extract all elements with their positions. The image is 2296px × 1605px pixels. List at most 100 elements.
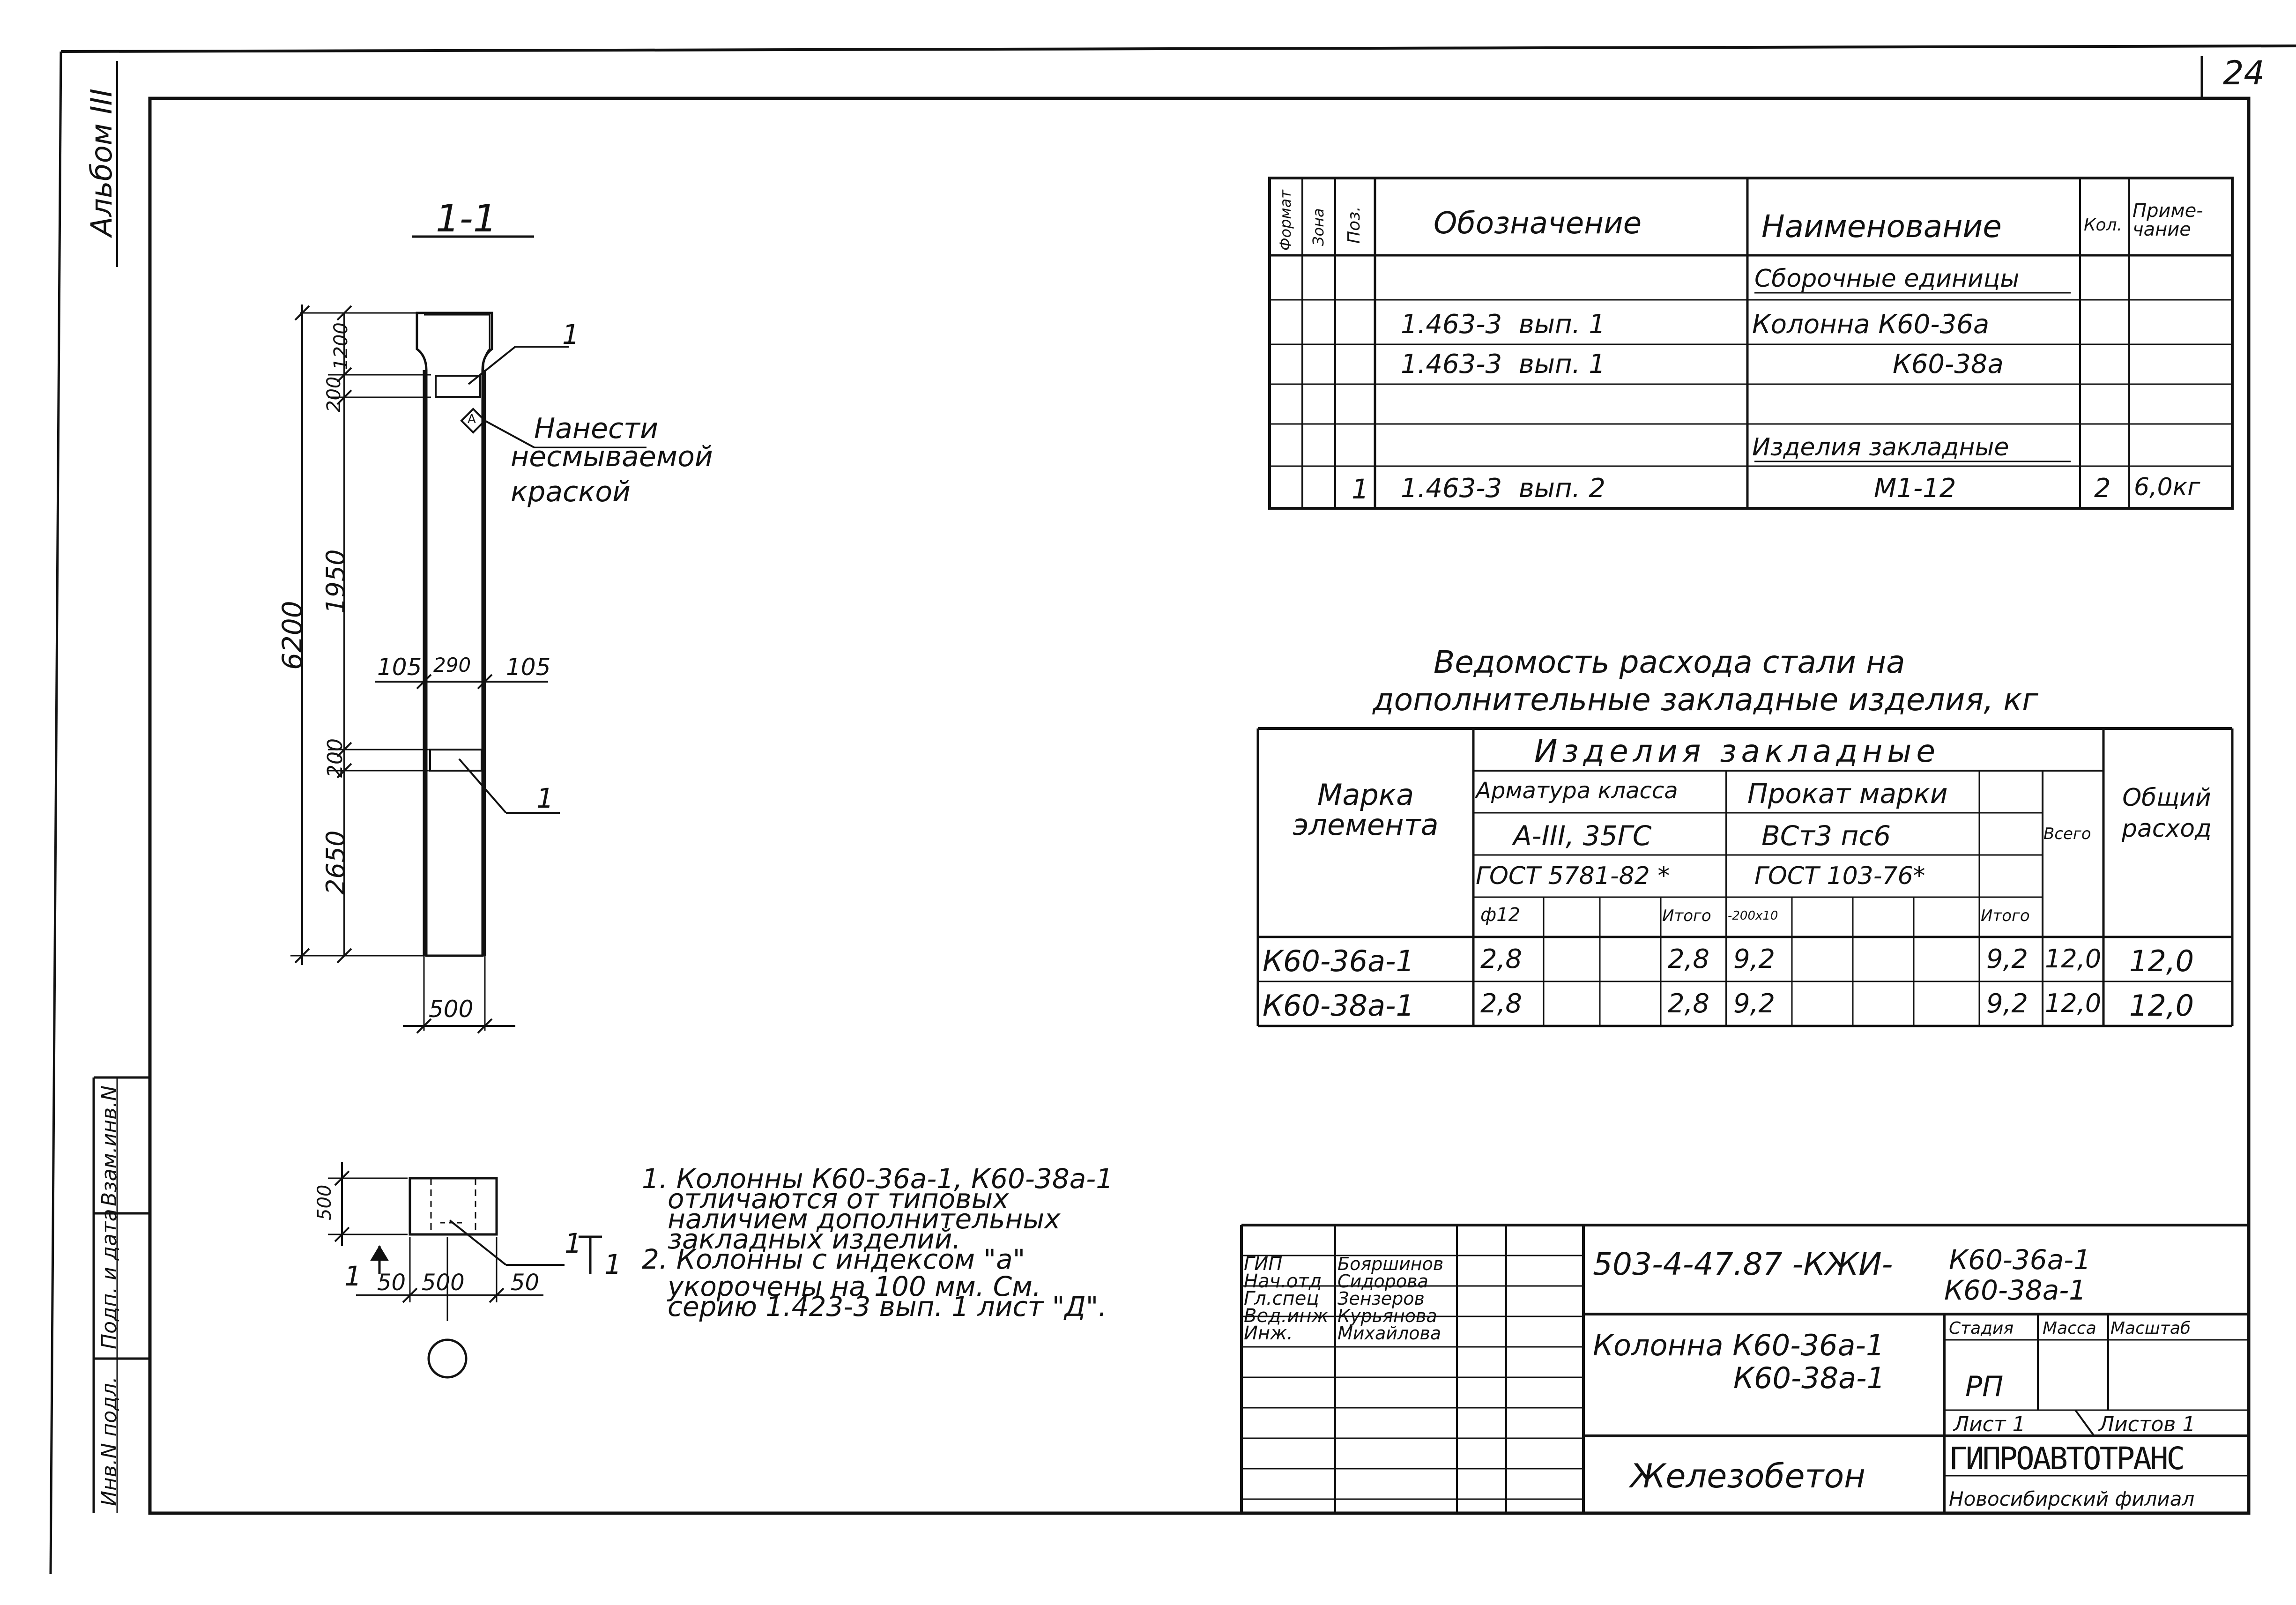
dim-105-right: 105 bbox=[506, 654, 551, 681]
steel-table-title-2: дополнительные закладные изделия, кг bbox=[1373, 682, 2038, 718]
signature-names: Бояршинов Сидорова Зензеров Курьянова Ми… bbox=[1337, 1254, 1444, 1344]
spec-row-6-pos: 1 bbox=[1352, 473, 1369, 505]
paint-note-line1: Нанести bbox=[534, 412, 658, 445]
steel-row-1-itogo1: 2,8 bbox=[1668, 944, 1710, 974]
role-head-dept: Нач.отд bbox=[1244, 1271, 1322, 1292]
spec-row-6-note: 6,0кг bbox=[2134, 473, 2200, 501]
steel-row-2-itogo2: 9,2 bbox=[1986, 988, 2029, 1019]
spec-row-3-name: К60-38а bbox=[1893, 349, 2004, 379]
callout-position-bottom: 1 bbox=[536, 782, 554, 814]
steel-col-rolled: Прокат марки bbox=[1747, 778, 1948, 810]
steel-col-group: Изделия закладные bbox=[1534, 733, 1940, 769]
steel-row-1-phi12: 2,8 bbox=[1480, 944, 1523, 974]
stamp-replace-inv: Взам.инв.N bbox=[97, 1085, 121, 1206]
paint-note-line3: краской bbox=[511, 476, 631, 508]
steel-col-total: Всего bbox=[2043, 825, 2091, 843]
dim-290: 290 bbox=[433, 654, 471, 676]
sheet-label: Лист 1 bbox=[1954, 1412, 2026, 1436]
steel-col-rebar-gost: ГОСТ 5781-82 * bbox=[1476, 862, 1670, 890]
spec-header-name: Наименование bbox=[1761, 208, 2002, 245]
stamp-inv-orig: Инв.N подл. bbox=[97, 1376, 121, 1506]
steel-row-1-mark: К60-36а-1 bbox=[1263, 944, 1414, 978]
spec-row-6-qty: 2 bbox=[2094, 473, 2111, 504]
steel-sub-phi12: ф12 bbox=[1480, 904, 1521, 926]
spec-header-note: Приме- чание bbox=[2133, 200, 2203, 240]
spec-row-2-name: Колонна К60-36а bbox=[1752, 309, 1990, 340]
steel-row-1-plate: 9,2 bbox=[1733, 944, 1776, 974]
spec-row-5-name: Изделия закладные bbox=[1752, 433, 2009, 461]
spec-header-zone: Зона bbox=[1309, 208, 1327, 246]
steel-row-1-itogo2: 9,2 bbox=[1986, 944, 2029, 974]
doc-code-mark-1: К60-36а-1 bbox=[1949, 1244, 2091, 1276]
product-line-2: К60-38а-1 bbox=[1733, 1361, 1885, 1395]
spec-row-6-name: М1-12 bbox=[1874, 473, 1956, 504]
plan-dim-50-left: 50 bbox=[377, 1270, 406, 1296]
role-chief-spec: Гл.спец bbox=[1244, 1288, 1319, 1309]
organization: ГИПРОАВТОТРАНС bbox=[1949, 1441, 2185, 1477]
dim-500-bottom: 500 bbox=[429, 996, 474, 1023]
dim-1950: 1950 bbox=[321, 549, 350, 614]
name-gip: Бояршинов bbox=[1337, 1254, 1444, 1274]
plan-dim-500-horizontal: 500 bbox=[422, 1270, 465, 1296]
mark-a-label: A bbox=[468, 412, 476, 426]
organization-branch: Новосибирский филиал bbox=[1949, 1487, 2195, 1510]
note-line: отличаются от типовых bbox=[668, 1183, 1009, 1215]
sheets-label: Листов 1 bbox=[2099, 1412, 2196, 1436]
steel-sub-itogo-2: Итого bbox=[1981, 907, 2030, 925]
spec-header-qty: Кол. bbox=[2084, 215, 2123, 235]
role-gip: ГИП bbox=[1244, 1253, 1283, 1275]
steel-row-2-mark: К60-38а-1 bbox=[1263, 988, 1414, 1023]
steel-col-rebar-class: А-III, 35ГС bbox=[1513, 820, 1652, 852]
steel-row-2-plate: 9,2 bbox=[1733, 988, 1776, 1019]
plan-dim-500-vertical: 500 bbox=[314, 1184, 335, 1220]
dim-200-top: 200 bbox=[323, 376, 345, 412]
signature-roles: ГИП Нач.отд Гл.спец Вед.инж Инж. bbox=[1244, 1253, 1329, 1344]
steel-row-2-total: 12,0 bbox=[2045, 988, 2102, 1018]
steel-col-general: Общий расход bbox=[2121, 784, 2212, 843]
dim-6200: 6200 bbox=[276, 601, 308, 670]
steel-col-mark: Марка элемента bbox=[1293, 778, 1439, 842]
role-lead-eng: Вед.инж bbox=[1244, 1305, 1329, 1327]
dim-200-bottom: 200 bbox=[323, 738, 347, 778]
steel-sub-plate: -200х10 bbox=[1728, 909, 1778, 923]
mass-label: Масса bbox=[2043, 1319, 2096, 1338]
note-line: закладных изделий. bbox=[668, 1223, 961, 1255]
note-line: 2. Колонны с индексом "а" bbox=[642, 1243, 1025, 1275]
spec-row-2-designation: 1.463-3 вып. 1 bbox=[1401, 309, 1605, 340]
spec-row-3-designation: 1.463-3 вып. 1 bbox=[1401, 349, 1605, 379]
steel-col-rolled-grade: ВСт3 пс6 bbox=[1761, 820, 1891, 852]
name-lead-eng: Курьянова bbox=[1337, 1306, 1437, 1326]
sheet-number: 24 bbox=[2223, 54, 2265, 92]
callout-position-top: 1 bbox=[562, 319, 580, 350]
note-line: укорочены на 100 мм. См. bbox=[668, 1271, 1041, 1302]
role-eng: Инж. bbox=[1244, 1323, 1293, 1344]
general-notes: 1. Колонны К60-36а-1, К60-38а-1 отличают… bbox=[642, 1165, 1113, 1323]
steel-row-2-general: 12,0 bbox=[2129, 988, 2194, 1023]
spec-row-6-designation: 1.463-3 вып. 2 bbox=[1401, 473, 1605, 504]
steel-col-rolled-gost: ГОСТ 103-76* bbox=[1754, 862, 1925, 890]
doc-code-mark-2: К60-38а-1 bbox=[1944, 1274, 2087, 1306]
steel-col-rebar: Арматура класса bbox=[1476, 778, 1678, 804]
steel-table-title-1: Ведомость расхода стали на bbox=[1434, 644, 1905, 680]
name-eng: Михайлова bbox=[1337, 1323, 1442, 1344]
doc-code: 503-4-47.87 -КЖИ- bbox=[1593, 1246, 1893, 1282]
note-line: серию 1.423-3 вып. 1 лист "Д". bbox=[668, 1291, 1107, 1323]
note-line: наличием дополнительных bbox=[668, 1203, 1061, 1235]
scale-label: Масштаб bbox=[2110, 1319, 2191, 1338]
steel-row-2-phi12: 2,8 bbox=[1480, 988, 1523, 1019]
dim-1200: 1200 bbox=[330, 322, 352, 370]
plan-cut-left: 1 bbox=[344, 1260, 362, 1292]
steel-row-1-general: 12,0 bbox=[2129, 944, 2194, 978]
plan-dim-50-right: 50 bbox=[511, 1270, 540, 1296]
name-chief-spec: Зензеров bbox=[1337, 1288, 1425, 1309]
dim-105-left: 105 bbox=[377, 654, 422, 681]
steel-row-1-total: 12,0 bbox=[2045, 944, 2102, 973]
stage-label: Стадия bbox=[1949, 1319, 2014, 1338]
product-line-1: Колонна К60-36а-1 bbox=[1593, 1328, 1885, 1362]
plan-callout: 1 bbox=[565, 1227, 582, 1259]
name-head-dept: Сидорова bbox=[1337, 1271, 1428, 1292]
stage-value: РП bbox=[1965, 1370, 2004, 1403]
stamp-sign-date: Подп. и дата bbox=[97, 1209, 121, 1349]
spec-row-1-name: Сборочные единицы bbox=[1754, 265, 2020, 293]
